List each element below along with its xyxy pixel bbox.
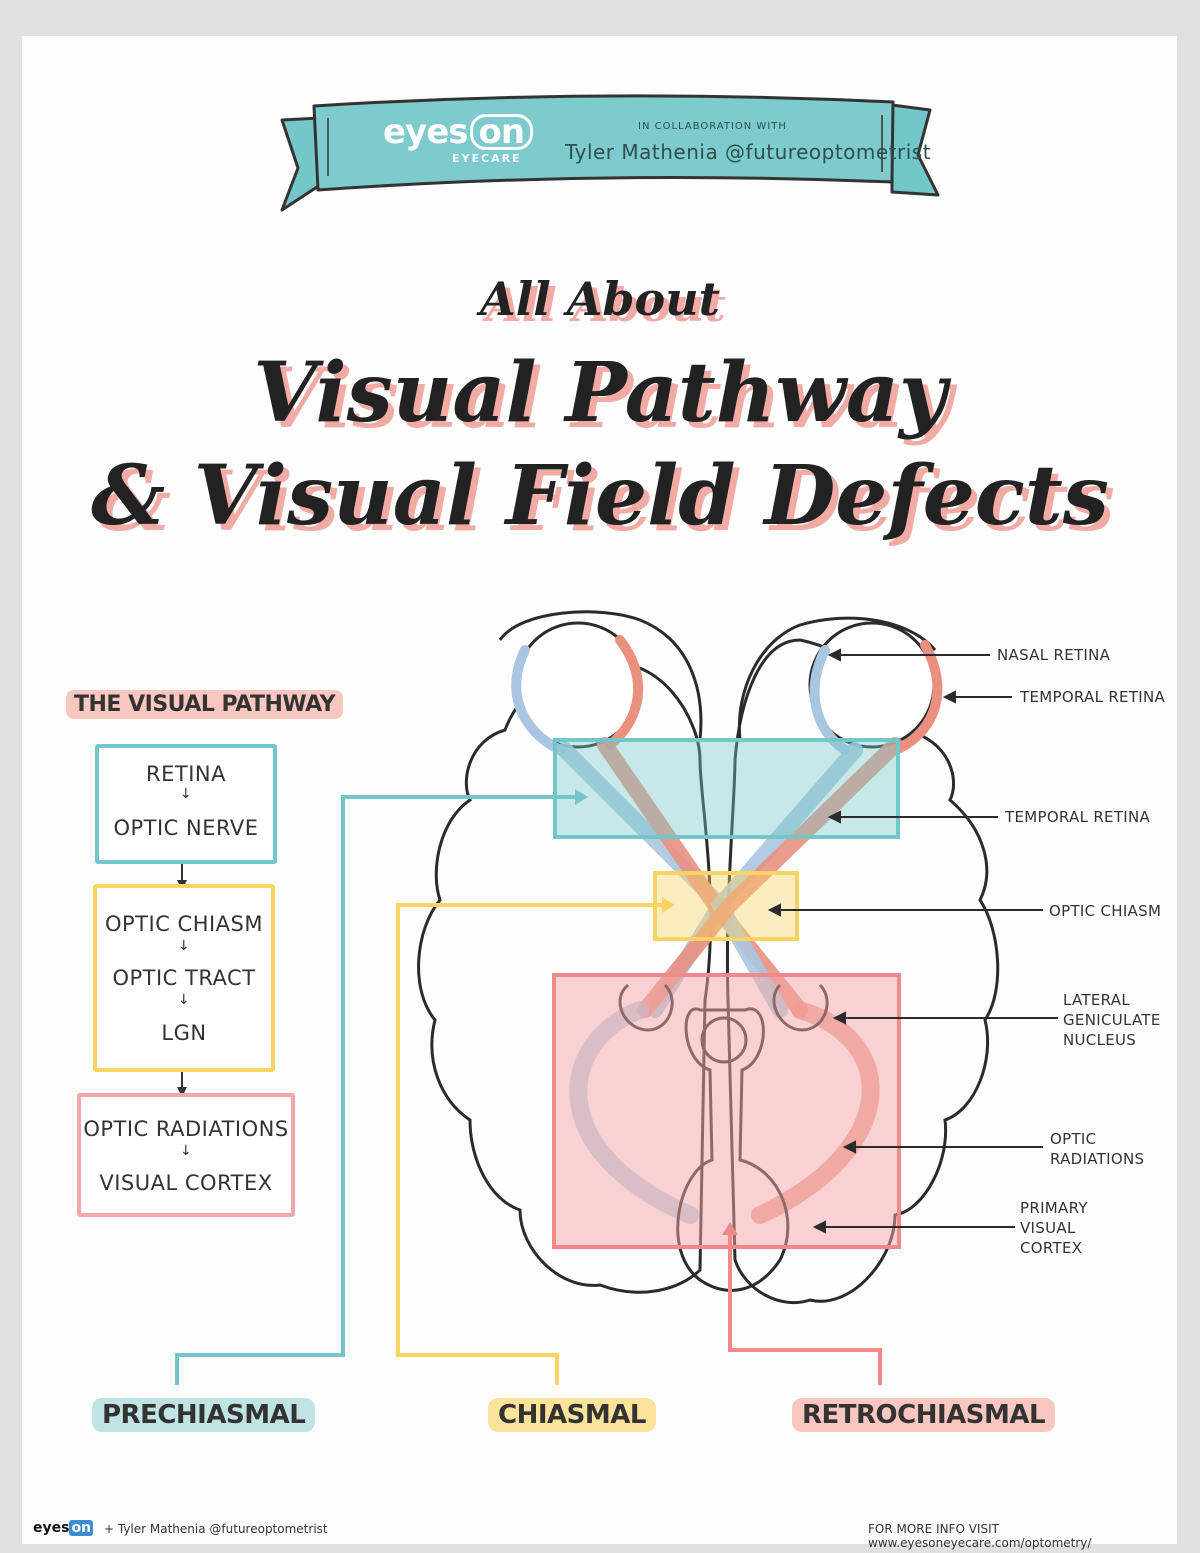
title-line-2-text: Visual Pathway (253, 345, 947, 441)
prechiasmal-connector (175, 795, 585, 1385)
visual-pathway-heading: THE VISUAL PATHWAY (66, 690, 344, 719)
step-optic-nerve: OPTIC NERVE (113, 816, 259, 840)
arrow-down-icon: ↓ (177, 938, 191, 954)
chiasmal-connector (396, 903, 672, 1385)
retrochiasmal-region-box (552, 973, 901, 1249)
step-visual-cortex: VISUAL CORTEX (99, 1171, 273, 1195)
brand-logo-on: on (469, 114, 534, 150)
brain-outline-right (725, 638, 1000, 1305)
pathway-group-retrochiasmal: OPTIC RADIATIONS ↓ VISUAL CORTEX (77, 1093, 295, 1217)
category-retrochiasmal: RETROCHIASMAL (792, 1398, 1056, 1432)
title-line-3-text: & Visual Field Defects (91, 448, 1109, 544)
title-line-3: & Visual Field Defects (0, 448, 1200, 544)
label-nasal-retina: NASAL RETINA (997, 646, 1111, 664)
chiasmal-region-box (653, 871, 799, 941)
step-optic-chiasm: OPTIC CHIASM (104, 912, 263, 936)
left-eye-temporal-retina (605, 635, 644, 750)
title-line-1: All About (0, 272, 1200, 326)
prechiasmal-region-box (553, 738, 900, 839)
header-ribbon (280, 94, 940, 212)
label-optic-chiasm: OPTIC CHIASM (1049, 902, 1162, 920)
footer-logo-text: eyes (33, 1520, 70, 1536)
step-retina: RETINA (146, 762, 226, 786)
label-temporal-retina-top: TEMPORAL RETINA (1020, 688, 1166, 706)
step-optic-radiations: OPTIC RADIATIONS (83, 1117, 289, 1141)
frontal-lobe-left (498, 610, 703, 741)
title-line-1-text: All About (480, 272, 720, 326)
label-optic-radiations: OPTIC RADIATIONS (1050, 1130, 1145, 1168)
right-eye-temporal-retina (895, 640, 943, 753)
label-lgn: LATERAL GENICULATE NUCLEUS (1063, 991, 1161, 1049)
category-chiasmal: CHIASMAL (488, 1398, 656, 1432)
label-temporal-retina-mid: TEMPORAL RETINA (1005, 808, 1151, 826)
pathway-group-chiasmal: OPTIC CHIASM ↓ OPTIC TRACT ↓ LGN (93, 884, 275, 1072)
brand-logo-text: eyes (383, 112, 469, 152)
collab-name: Tyler Mathenia @futureoptometrist (565, 140, 932, 164)
footer-more-info-link[interactable]: FOR MORE INFO VISIT www.eyesoneyecare.co… (868, 1522, 1092, 1550)
right-eye-nasal-retina (809, 645, 850, 755)
title-line-2: Visual Pathway (0, 345, 1200, 441)
category-prechiasmal: PRECHIASMAL (92, 1398, 316, 1432)
step-optic-tract: OPTIC TRACT (112, 966, 256, 990)
pathway-group-prechiasmal: RETINA ↓ OPTIC NERVE (95, 744, 277, 864)
arrow-down-icon: ↓ (179, 786, 193, 802)
step-lgn: LGN (161, 1021, 207, 1045)
arrow-down-icon: ↓ (177, 992, 191, 1008)
arrow-down-icon: ↓ (179, 1143, 193, 1159)
brand-subtitle: EYECARE (452, 152, 522, 165)
collab-label: IN COLLABORATION WITH (638, 121, 787, 132)
brain-outline-left (417, 661, 713, 1294)
frontal-lobe-right (737, 616, 937, 741)
footer-logo-on: on (69, 1520, 94, 1536)
retrochiasmal-connector (728, 1225, 882, 1385)
label-primary-visual-cortex: PRIMARY VISUAL CORTEX (1020, 1199, 1088, 1257)
left-eye-nasal-retina (511, 645, 565, 755)
footer-credit: + Tyler Mathenia @futureoptometrist (104, 1522, 328, 1536)
